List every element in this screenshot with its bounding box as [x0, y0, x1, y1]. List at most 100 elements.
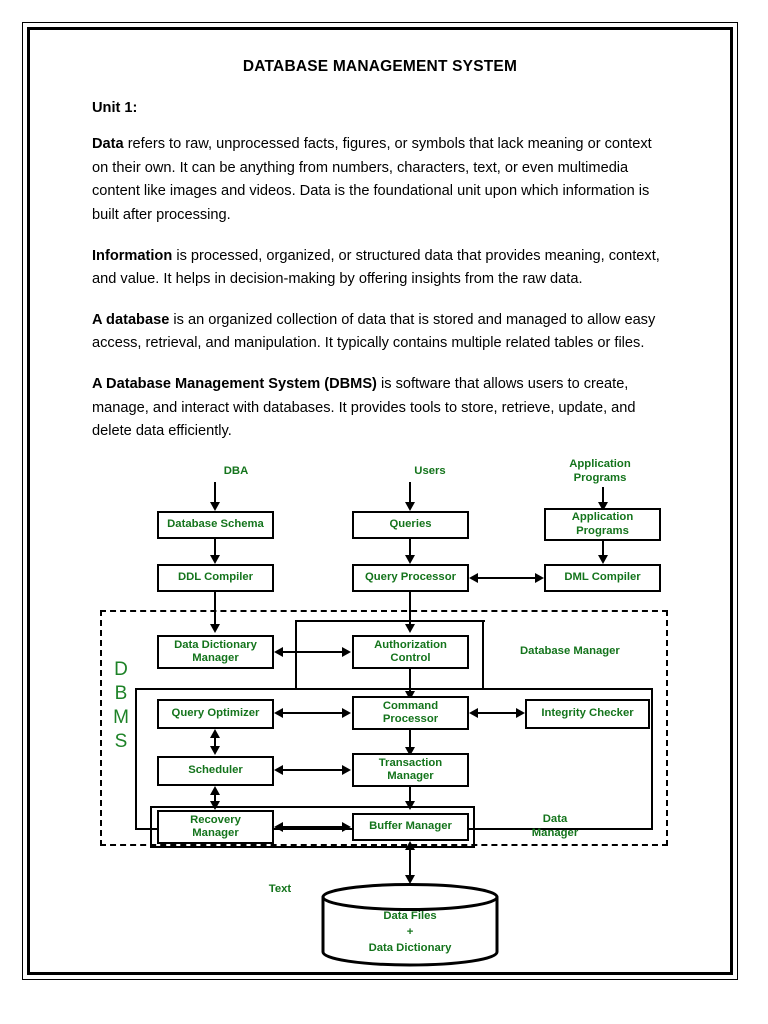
paragraph-information-body: is processed, organized, or structured d… — [92, 247, 660, 288]
arrow-scheduler-txn-head-right — [342, 765, 351, 776]
arrow-schema-to-ddl-line — [214, 539, 217, 560]
arrow-apps-to-appsbox-line — [602, 487, 605, 505]
arrow-apps-to-dml-line — [602, 541, 605, 560]
arrow-apps-to-dml-head — [598, 555, 608, 565]
paragraph-data: Data refers to raw, unprocessed facts, f… — [92, 133, 670, 228]
label-dba: DBA — [223, 465, 249, 478]
arrow-dba-to-schema-head — [210, 502, 220, 512]
arrow-cmd-integrity-head-left — [469, 708, 478, 719]
node-recovery-manager[interactable]: Recovery Manager — [157, 810, 274, 845]
arrow-recovery-buffer-head-left — [274, 822, 283, 833]
dbms-architecture-diagram: DBA Users Application Programs Database … — [30, 458, 730, 967]
label-database-manager: Database Manager — [520, 645, 620, 658]
paragraph-information-lead: Information — [92, 247, 173, 264]
paragraph-database: A database is an organized collection of… — [92, 309, 670, 356]
arrow-ddl-to-ddm-line — [214, 592, 217, 630]
arrow-auth-to-command-line — [409, 669, 412, 698]
arrow-qp-to-auth-line — [409, 592, 412, 630]
label-application-programs-source: Application Programs — [569, 458, 631, 484]
node-transaction-manager[interactable]: Transaction Manager — [352, 753, 469, 788]
paragraph-information: Information is processed, organized, or … — [92, 245, 670, 292]
arrow-scheduler-txn-head-left — [274, 765, 283, 776]
datastore-line-2: + — [406, 926, 414, 939]
arrow-scheduler-recovery-line — [214, 789, 217, 808]
arrow-scheduler-recovery-head-down — [210, 801, 220, 811]
paragraph-data-body: refers to raw, unprocessed facts, figure… — [92, 136, 652, 223]
arrow-dba-to-schema-line — [214, 482, 217, 505]
arrow-qp-dml-line — [473, 577, 541, 580]
paragraph-dbms-lead: A Database Management System (DBMS) — [92, 376, 377, 393]
page-border-inner: DATABASE MANAGEMENT SYSTEM Unit 1: Data … — [27, 27, 733, 975]
paragraph-database-body: is an organized collection of data that … — [92, 311, 656, 352]
document-content: DATABASE MANAGEMENT SYSTEM Unit 1: Data … — [30, 30, 730, 972]
arrow-ddm-auth-head-right — [342, 647, 351, 658]
label-data-manager: Data Manager — [531, 813, 579, 839]
node-authorization-control[interactable]: Authorization Control — [352, 635, 469, 670]
arrow-users-to-queries-head — [405, 502, 415, 512]
node-queries[interactable]: Queries — [352, 511, 469, 540]
arrow-qo-cmd-head-left — [274, 708, 283, 719]
arrow-scheduler-recovery-head-up — [210, 786, 220, 796]
arrow-apps-to-appsbox-head — [598, 502, 608, 512]
arrow-qo-cmd-line — [278, 712, 348, 715]
arrow-cmd-to-txn-head — [405, 747, 415, 757]
arrow-ddl-to-ddm-head — [210, 624, 220, 634]
datastore-line-1: Data Files — [383, 910, 437, 923]
arrow-cmd-integrity-line — [473, 712, 521, 715]
connector-dml-top-horizontal — [295, 620, 485, 623]
node-buffer-manager[interactable]: Buffer Manager — [352, 813, 469, 842]
arrow-recovery-buffer-head-right — [342, 822, 351, 833]
node-data-dictionary-manager[interactable]: Data Dictionary Manager — [157, 635, 274, 670]
arrow-cmd-to-txn-line — [409, 730, 412, 755]
arrow-users-to-queries-line — [409, 482, 412, 505]
node-query-processor[interactable]: Query Processor — [352, 564, 469, 593]
arrow-schema-to-ddl-head — [210, 555, 220, 565]
paragraph-dbms-body: is software that allows users to create,… — [92, 376, 636, 440]
arrow-ddm-auth-line — [278, 651, 348, 654]
arrow-qp-dml-head-left — [469, 573, 478, 584]
connector-dml-bottom-horizontal — [228, 688, 297, 691]
node-integrity-checker[interactable]: Integrity Checker — [525, 699, 650, 730]
node-database-schema[interactable]: Database Schema — [157, 511, 274, 540]
node-ddl-compiler[interactable]: DDL Compiler — [157, 564, 274, 593]
arrow-queries-to-qp-head — [405, 555, 415, 565]
node-query-optimizer[interactable]: Query Optimizer — [157, 699, 274, 730]
arrow-qo-scheduler-line — [214, 732, 217, 753]
arrow-auth-to-command-head — [405, 691, 415, 701]
arrow-ddm-auth-head-left — [274, 647, 283, 658]
arrow-buffer-datastore-head-up — [405, 841, 415, 851]
arrow-qo-scheduler-head-up — [210, 729, 220, 739]
paragraph-database-lead: A database — [92, 311, 170, 328]
datastore-cylinder[interactable]: Data Files + Data Dictionary — [320, 882, 500, 967]
connector-dml-down — [482, 620, 485, 691]
arrow-buffer-datastore-head-down — [405, 875, 415, 885]
node-dml-compiler[interactable]: DML Compiler — [544, 564, 661, 593]
arrow-qp-dml-head-right — [535, 573, 544, 584]
arrow-buffer-datastore-line — [409, 844, 412, 883]
datastore-line-3: Data Dictionary — [368, 942, 452, 955]
datastore-labels: Data Files + Data Dictionary — [320, 908, 500, 956]
node-scheduler[interactable]: Scheduler — [157, 756, 274, 787]
arrow-qo-scheduler-head-down — [210, 746, 220, 756]
arrow-txn-to-buffer-line — [409, 787, 412, 808]
node-command-processor[interactable]: Command Processor — [352, 696, 469, 731]
page-border-outer: DATABASE MANAGEMENT SYSTEM Unit 1: Data … — [22, 22, 738, 980]
arrow-qp-to-auth-head — [405, 624, 415, 634]
connector-dml-left-down — [295, 620, 298, 691]
cylinder-shape — [321, 883, 499, 967]
arrow-txn-to-buffer-head — [405, 801, 415, 811]
label-users: Users — [414, 465, 446, 478]
dbms-vertical-label: D B M S — [113, 659, 129, 753]
data-manager-box — [150, 806, 475, 849]
unit-heading: Unit 1: — [92, 100, 138, 116]
paragraph-dbms: A Database Management System (DBMS) is s… — [92, 373, 670, 444]
arrow-recovery-buffer-line — [278, 826, 348, 829]
arrow-scheduler-txn-line — [278, 769, 348, 772]
arrow-cmd-integrity-head-right — [516, 708, 525, 719]
dbms-boundary — [100, 610, 668, 847]
arrow-qo-cmd-head-right — [342, 708, 351, 719]
arrow-queries-to-qp-line — [409, 539, 412, 560]
node-application-programs[interactable]: Application Programs — [544, 508, 661, 542]
paragraph-data-lead: Data — [92, 136, 124, 152]
page-title: DATABASE MANAGEMENT SYSTEM — [242, 58, 518, 75]
